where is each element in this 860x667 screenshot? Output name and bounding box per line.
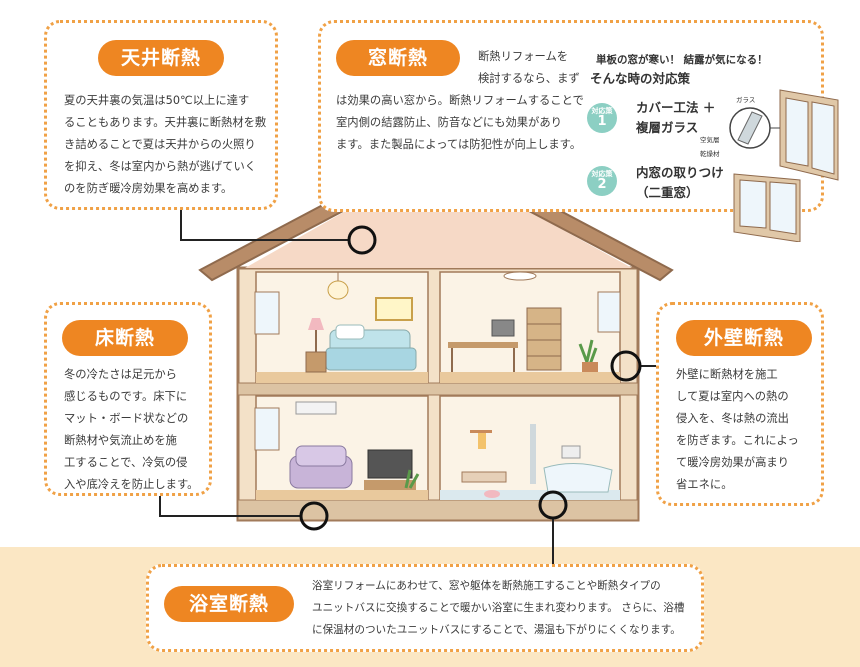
measure-badge-1: 対応策 1: [587, 103, 617, 133]
floor-insulation-title: 床断熱: [62, 320, 188, 356]
window-sample-illustration: [729, 89, 839, 242]
wall-insulation-title: 外壁断熱: [676, 320, 812, 356]
bath-insulation-title: 浴室断熱: [164, 586, 294, 622]
measure-2-text: 内窓の取りつけ （二重窓）: [636, 165, 724, 200]
measure-badge-2: 対応策 2: [587, 166, 617, 196]
wall-insulation-text: 外壁に断熱材を施工 して夏は室内への熱の 侵入を、冬は熱の流出 を防ぎます。これ…: [676, 368, 799, 491]
label-air-layer: 空気層: [700, 136, 720, 144]
window-sub-heading: 単板の窓が寒い！ 結露が気になる！: [596, 54, 768, 66]
window-insulation-title: 窓断熱: [336, 40, 460, 76]
window-insulation-text: は効果の高い窓から。断熱リフォームすることで 室内側の結露防止、防音などにも効果…: [336, 94, 584, 151]
label-desiccant: 乾燥材: [700, 150, 720, 158]
ceiling-insulation-title: 天井断熱: [98, 40, 224, 76]
window-sub-main: そんな時の対応策: [590, 71, 691, 86]
window-insulation-text-right: 断熱リフォームを 検討するなら、まず: [478, 50, 580, 85]
ceiling-insulation-text: 夏の天井裏の気温は50℃以上に達す ることもあります。天井裏に断熱材を敷 き詰め…: [64, 94, 267, 195]
floor-insulation-text: 冬の冷たさは足元から 感じるものです。床下に マット・ボード状などの 断熱材や気…: [64, 368, 199, 491]
label-glass: ガラス: [736, 96, 756, 104]
measure-1-text: カバー工法 ＋ 複層ガラス: [636, 100, 716, 135]
bath-insulation-text: 浴室リフォームにあわせて、窓や躯体を断熱施工することや断熱タイプの ユニットバス…: [312, 580, 685, 636]
